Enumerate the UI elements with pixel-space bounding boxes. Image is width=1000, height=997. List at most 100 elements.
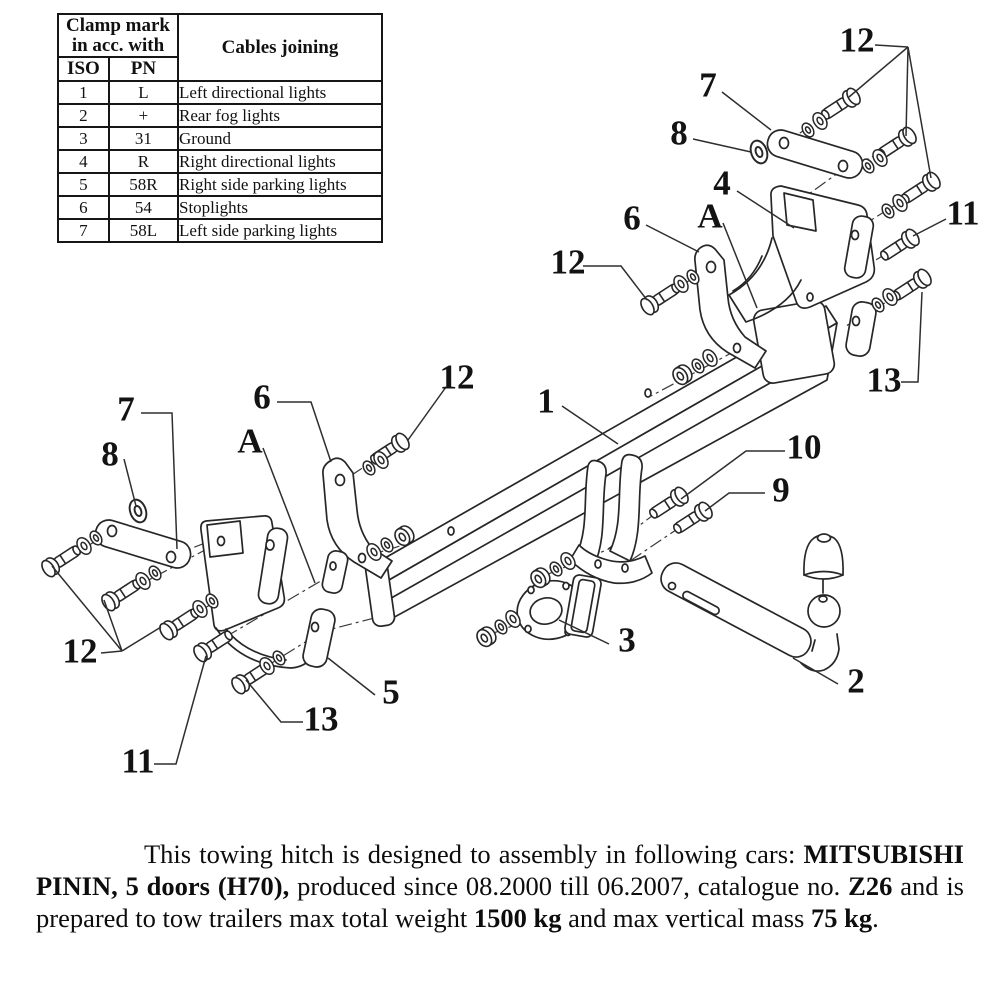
- leader-line-3: [558, 619, 610, 645]
- cell-pn: R: [107, 149, 180, 174]
- towball-arm: [660, 533, 844, 672]
- cell-pn: 58L: [107, 218, 180, 243]
- leader-line-12: [907, 46, 932, 179]
- callout-6: 6: [623, 199, 641, 238]
- leader-line-6: [277, 401, 332, 463]
- leader-line-A: [722, 222, 758, 309]
- leader-line-12: [874, 44, 909, 48]
- callout-8: 8: [670, 114, 688, 153]
- description-text: produced since 08.2000 till 06.2007, cat…: [289, 871, 849, 902]
- cell-iso: 6: [57, 195, 110, 220]
- cell-iso: 5: [57, 172, 110, 197]
- callout-2: 2: [847, 662, 865, 701]
- pn-header: PN: [107, 56, 180, 82]
- callout-12: 12: [440, 358, 475, 397]
- washer-8: [125, 496, 151, 526]
- link-plate-left: [94, 519, 192, 569]
- leader-line-4: [736, 190, 795, 229]
- cell-iso: 4: [57, 149, 110, 174]
- leader-line-12: [100, 650, 123, 654]
- side-support-left: [322, 457, 393, 579]
- leader-line-2: [792, 657, 839, 685]
- leader-line-6: [645, 224, 700, 253]
- description-bold-text: 75 kg: [810, 903, 873, 934]
- description-paragraph: This towing hitch is designed to assembl…: [36, 838, 964, 935]
- bolt-12: [366, 430, 413, 470]
- leader-line-8: [123, 458, 137, 507]
- callout-5: 5: [382, 673, 400, 712]
- towball-arm-bar: [660, 562, 812, 658]
- callout-A: A: [697, 197, 723, 236]
- right-bracket-assembly: [694, 129, 877, 369]
- callout-12: 12: [840, 21, 875, 60]
- cell-iso: 7: [57, 218, 110, 243]
- leader-line-12: [848, 46, 909, 98]
- end-plate-right: [845, 301, 877, 357]
- cell-pn: 31: [107, 126, 180, 151]
- counter-plate-left: [321, 550, 349, 594]
- link-plate-top: [766, 129, 864, 179]
- description-bold-text: MITSUBISHI PININ, 5 doors (H70),: [36, 839, 964, 902]
- callout-11: 11: [946, 194, 979, 233]
- towball: [807, 594, 841, 628]
- callout-6: 6: [253, 378, 271, 417]
- leader-line-11: [912, 218, 947, 237]
- description-text: This towing hitch is designed to assembl…: [144, 839, 804, 869]
- description-text: .: [872, 903, 879, 934]
- cables-joining-header: Cables joining: [177, 13, 383, 82]
- cell-cables: Left side parking lights: [177, 218, 383, 243]
- bolt-11: [876, 226, 923, 266]
- callout-11: 11: [121, 742, 154, 781]
- ball-holder-foot: [569, 544, 653, 585]
- leader-line-5: [327, 657, 376, 696]
- clamp-mark-header: Clamp mark in acc. with: [57, 13, 179, 58]
- bolt-10: [645, 484, 692, 524]
- callout-A: A: [237, 422, 263, 461]
- ball-holder-plate-2: [609, 453, 643, 562]
- socket-bracket: [564, 574, 602, 638]
- callout-7: 7: [699, 66, 717, 105]
- cell-cables: Rear fog lights: [177, 103, 383, 128]
- leader-line-12: [51, 565, 123, 652]
- cell-pn: 58R: [107, 172, 180, 197]
- leader-line-12: [121, 626, 162, 652]
- callout-9: 9: [772, 471, 790, 510]
- mounting-bracket-right: [770, 185, 876, 309]
- clamp-table: Clamp mark in acc. with Cables joining I…: [57, 13, 383, 243]
- cell-iso: 2: [57, 103, 110, 128]
- leader-line-12: [583, 265, 648, 301]
- cell-pn: 54: [107, 195, 180, 220]
- description-bold-text: Z26: [848, 871, 893, 902]
- leader-line-10: [680, 450, 785, 500]
- description-text: and is prepared to tow trailers max tota…: [36, 871, 964, 934]
- leader-line-13: [901, 291, 923, 383]
- towball-cap: [803, 534, 844, 580]
- cell-cables: Right directional lights: [177, 149, 383, 174]
- callout-13: 13: [304, 700, 339, 739]
- callout-3: 3: [618, 621, 636, 660]
- cell-iso: 1: [57, 80, 110, 105]
- leader-line-11: [154, 655, 207, 765]
- iso-header: ISO: [57, 56, 110, 82]
- end-plate-left: [302, 608, 336, 668]
- clamp-mark-header-line2: in acc. with: [71, 34, 165, 56]
- callout-13: 13: [867, 361, 902, 400]
- leader-line-9: [704, 492, 765, 512]
- callout-8: 8: [101, 435, 119, 474]
- callout-4: 4: [713, 164, 731, 203]
- cell-pn: +: [107, 103, 180, 128]
- left-bracket-assembly: [94, 457, 393, 669]
- callout-12: 12: [551, 243, 586, 282]
- cell-pn: L: [107, 80, 180, 105]
- side-support-right: [694, 244, 767, 369]
- cell-iso: 3: [57, 126, 110, 151]
